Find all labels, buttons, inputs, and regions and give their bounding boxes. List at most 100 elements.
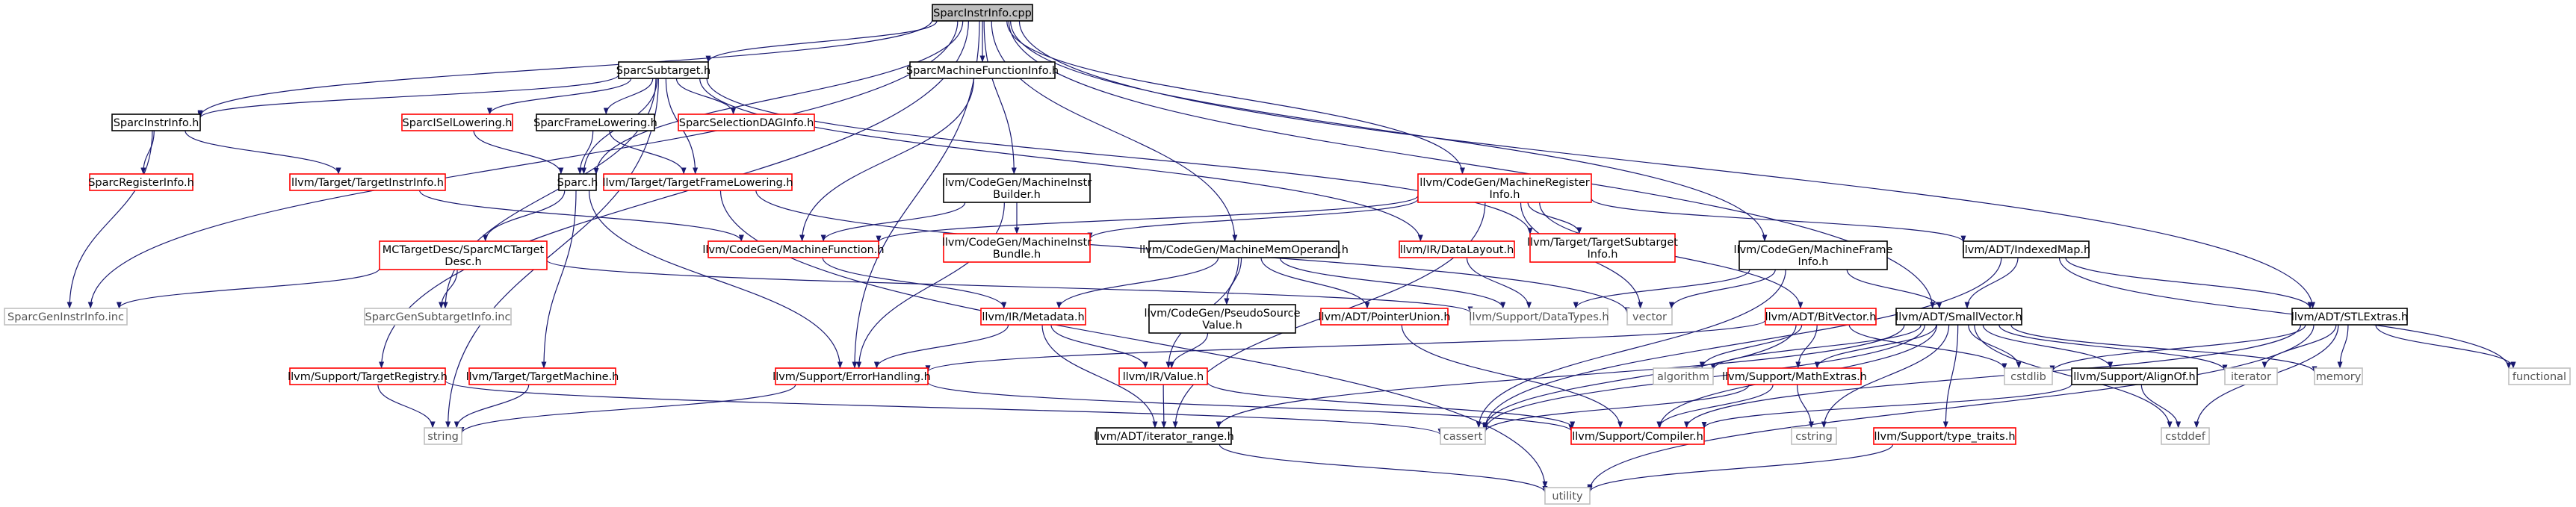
graph-node-datalayout[interactable]: llvm/IR/DataLayout.h [1399, 240, 1515, 258]
edge-stlextras-to-functional [2375, 324, 2516, 369]
edge-targetregistry-to-cassert [445, 380, 1443, 435]
graph-node-stlextras[interactable]: llvm/ADT/STLExtras.h [2291, 308, 2408, 326]
graph-node-root[interactable]: SparcInstrInfo.cpp [932, 4, 1033, 22]
graph-node-utility: utility [1544, 487, 1591, 505]
graph-node-genabbr: SparcGenInstrInfo.inc [4, 308, 128, 326]
edge-metadata-to-errorhandling [873, 324, 1009, 369]
graph-node-smallvector[interactable]: llvm/ADT/SmallVector.h [1895, 308, 2022, 326]
edge-smallvector-to-cstring [1821, 324, 1950, 429]
graph-node-iterrange[interactable]: llvm/ADT/iterator_range.h [1094, 427, 1234, 445]
node-box [536, 113, 655, 131]
node-box [1626, 308, 1673, 326]
node-label: llvm/Support/type_traits.h [1874, 431, 2015, 443]
edge-smallvector-to-iterrange [1216, 324, 1905, 429]
edge-mathextras-to-compiler [1656, 384, 1774, 429]
edge-sparc_h-to-mcdesc [483, 190, 566, 242]
graph-node-memoperand[interactable]: llvm/CodeGen/MachineMemOperand.h [1139, 240, 1349, 258]
edge-memoperand-to-pseudosource [1224, 257, 1242, 305]
graph-node-errorhandling[interactable]: llvm/Support/ErrorHandling.h [773, 367, 931, 385]
graph-node-metadata[interactable]: llvm/IR/Metadata.h [980, 308, 1086, 326]
edge-metadata-to-iterrange [1041, 324, 1158, 429]
node-box [364, 308, 512, 326]
graph-node-targetframelowering[interactable]: llvm/Target/TargetFrameLowering.h [602, 173, 793, 191]
graph-node-mfi[interactable]: SparcMachineFunctionInfo.h [906, 61, 1059, 79]
edge-targetmachine-to-string [453, 384, 530, 429]
graph-node-sparc_h[interactable]: Sparc.h [557, 173, 598, 191]
graph-node-pointerunion[interactable]: llvm/ADT/PointerUnion.h [1318, 308, 1451, 326]
graph-node-targetregistry[interactable]: llvm/Support/TargetRegistry.h [288, 367, 448, 385]
node-box [2004, 367, 2053, 385]
graph-node-targetinstrinfo[interactable]: llvm/Target/TargetInstrInfo.h [289, 173, 446, 191]
node-label: llvm/Target/TargetSubtarget [1527, 237, 1678, 249]
node-label: cstring [1795, 431, 1833, 443]
node-box [603, 173, 793, 191]
node-label: llvm/CodeGen/MachineFrame [1734, 244, 1893, 256]
edge-indexedmap-to-stlextras [2065, 257, 2313, 309]
node-label: llvm/Support/ErrorHandling.h [773, 371, 931, 383]
node-box [1470, 308, 1609, 326]
edge-alignof-to-cstddef [2140, 384, 2182, 429]
edge-stlextras-to-memory [2337, 324, 2349, 369]
graph-node-reginfo[interactable]: SparcRegisterInfo.h [88, 173, 194, 191]
edge-bitvector-to-errorhandling [925, 320, 1766, 373]
edge-smallvector-to-iterator [1998, 324, 2228, 372]
node-box [4, 308, 128, 326]
edge-indexedmap-to-functional [2058, 257, 2512, 370]
node-box [1739, 240, 1888, 270]
graph-node-gensub: SparcGenSubtargetInfo.inc [364, 308, 512, 326]
edge-errorhandling-to-string [459, 384, 796, 434]
graph-node-mathextras[interactable]: llvm/Support/MathExtras.h [1722, 367, 1867, 385]
node-label: SparcSubtarget.h [616, 65, 710, 77]
node-box [111, 113, 201, 131]
node-box [1440, 427, 1486, 445]
node-label: llvm/ADT/BitVector.h [1765, 311, 1877, 323]
graph-node-targetmachine[interactable]: llvm/Target/TargetMachine.h [466, 367, 619, 385]
graph-node-value[interactable]: llvm/IR/Value.h [1118, 367, 1208, 385]
graph-node-typetraits[interactable]: llvm/Support/type_traits.h [1873, 427, 2016, 445]
node-box [1096, 427, 1232, 445]
node-label: llvm/Target/TargetMachine.h [466, 371, 619, 383]
graph-node-instrinfo_h[interactable]: SparcInstrInfo.h [111, 113, 201, 131]
node-box [1417, 173, 1592, 203]
node-label: SparcGenSubtargetInfo.inc [365, 311, 511, 323]
node-box [2314, 367, 2363, 385]
graph-node-isellowering[interactable]: SparcISelLowering.h [401, 113, 513, 131]
graph-node-bitvector[interactable]: llvm/ADT/BitVector.h [1765, 308, 1877, 326]
node-box [401, 113, 513, 131]
edge-subtarget-to-targetsubtarget [706, 78, 1533, 235]
edges-layer [66, 19, 2516, 494]
node-label: llvm/ADT/SmallVector.h [1895, 311, 2022, 323]
node-box [2071, 367, 2198, 385]
graph-node-alignof[interactable]: llvm/Support/AlignOf.h [2071, 367, 2198, 385]
graph-node-compiler[interactable]: llvm/Support/Compiler.h [1570, 427, 1705, 445]
node-box [89, 173, 193, 191]
edge-smallvector-to-memory [2010, 324, 2318, 373]
edge-subtarget-to-framelowering [603, 78, 654, 115]
edge-root-to-instrinfo_h [197, 19, 933, 117]
graph-node-subtarget[interactable]: SparcSubtarget.h [616, 61, 710, 79]
graph-node-cassert: cassert [1440, 427, 1486, 445]
graph-node-indexedmap[interactable]: llvm/ADT/IndexedMap.h [1962, 240, 2090, 258]
graph-node-datatypes: llvm/Support/DataTypes.h [1469, 308, 1609, 326]
node-label: string [427, 431, 459, 443]
graph-node-framelowering[interactable]: SparcFrameLowering.h [533, 113, 657, 131]
graph-node-seldag[interactable]: SparcSelectionDAGInfo.h [678, 113, 815, 131]
edge-subtarget-to-datalayout [699, 78, 1423, 242]
graph-node-machinefunction[interactable]: llvm/CodeGen/MachineFunction.h [702, 240, 885, 258]
node-box [943, 233, 1091, 263]
edge-machreginfo-to-instrbundle [1087, 198, 1419, 240]
node-label: cstddef [2165, 431, 2206, 443]
edge-framelowering-to-sparc_h [577, 130, 594, 175]
node-label: SparcMachineFunctionInfo.h [906, 65, 1059, 77]
node-label: llvm/ADT/iterator_range.h [1094, 431, 1234, 443]
node-label: llvm/CodeGen/MachineRegister [1419, 177, 1589, 189]
node-label: llvm/IR/Value.h [1123, 371, 1204, 383]
